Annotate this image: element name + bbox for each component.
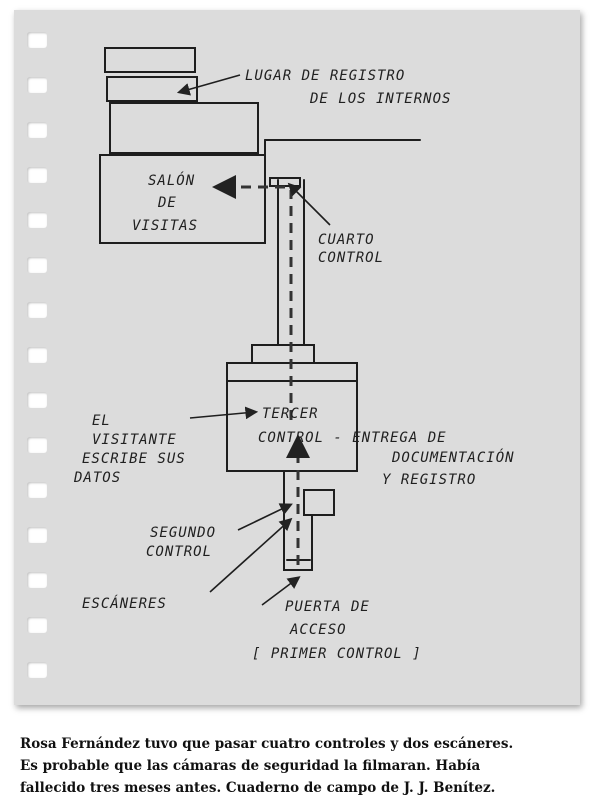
registro-box-main (109, 102, 259, 154)
label-puerta-3: [ PRIMER CONTROL ] (252, 646, 422, 662)
binding-hole (27, 32, 47, 48)
binding-hole (27, 662, 47, 678)
label-visitante-1: EL (92, 413, 111, 429)
pointer-escaneres (209, 517, 293, 593)
pointer-segundo (237, 503, 293, 531)
label-lugar-1: LUGAR DE REGISTRO (245, 68, 405, 84)
binding-hole (27, 482, 47, 498)
registro-box-mid (106, 76, 198, 102)
label-visitante-2: VISITANTE (92, 432, 177, 448)
label-tercer-1: TERCER (262, 406, 319, 422)
pointer-puerta (261, 576, 301, 606)
caption-line-2: Es probable que las cámaras de seguridad… (20, 758, 481, 774)
binding-hole (27, 122, 47, 138)
label-salon-2: DE (157, 195, 177, 211)
caption-line-3: fallecido tres meses antes. Cuaderno de … (20, 780, 496, 796)
binding-hole (27, 167, 47, 183)
label-puerta-2: ACCESO (289, 622, 347, 638)
notebook-page (14, 10, 580, 705)
caption-line-1: Rosa Fernández tuvo que pasar cuatro con… (20, 736, 514, 752)
binding-hole (27, 392, 47, 408)
segundo-control-box (303, 489, 335, 516)
floor-plan-sketch: LUGAR DE REGISTRO DE LOS INTERNOS SALÓN … (73, 47, 515, 662)
binding-hole (27, 257, 47, 273)
pointer-visitante (189, 406, 259, 420)
binding-hole (27, 527, 47, 543)
label-salon-3: VISITAS (132, 218, 198, 234)
label-visitante-3: ESCRIBE SUS (82, 451, 186, 467)
label-visitante-4: DATOS (73, 470, 121, 486)
binding-hole (27, 212, 47, 228)
label-doc-1: DOCUMENTACIÓN (391, 448, 515, 466)
salon-visitas-room (99, 154, 266, 244)
label-tercer-2: CONTROL - ENTREGA DE (258, 430, 447, 446)
registro-box-top (104, 47, 196, 73)
label-escaneres: ESCÁNERES (82, 595, 167, 612)
binding-hole (27, 572, 47, 588)
label-cuarto-2: CONTROL (318, 250, 384, 266)
label-puerta-1: PUERTA DE (285, 599, 370, 615)
binding-hole (27, 617, 47, 633)
binding-hole (27, 302, 47, 318)
spiral-holes (0, 0, 47, 701)
cuarto-control-box (269, 177, 301, 187)
label-lugar-2: DE LOS INTERNOS (309, 91, 451, 107)
label-doc-2: Y REGISTRO (382, 472, 476, 488)
binding-hole (27, 347, 47, 363)
tercer-control-porch (251, 344, 315, 364)
label-cuarto-1: CUARTO (318, 232, 375, 248)
photo-caption: Rosa Fernández tuvo que pasar cuatro con… (20, 733, 590, 799)
binding-hole (27, 77, 47, 93)
label-salon-1: SALÓN (148, 171, 195, 189)
label-segundo-1: SEGUNDO (150, 525, 216, 541)
pointer-cuarto (287, 182, 331, 226)
pointer-registro (176, 74, 241, 96)
binding-hole (27, 437, 47, 453)
label-segundo-2: CONTROL (146, 544, 212, 560)
